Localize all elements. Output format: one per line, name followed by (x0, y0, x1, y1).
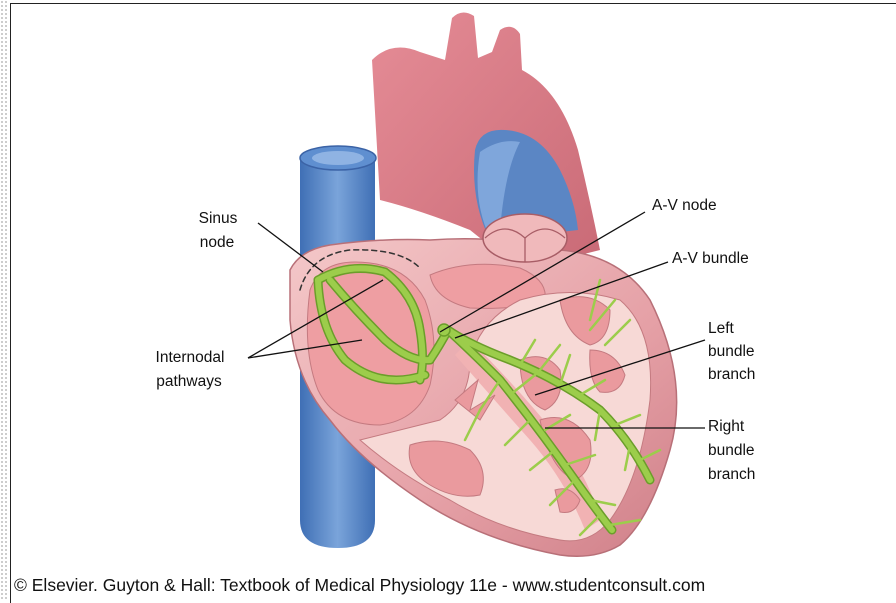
aortic-valve (483, 214, 567, 262)
label-right-bundle-1: Right (708, 418, 745, 435)
copyright-credit: © Elsevier. Guyton & Hall: Textbook of M… (14, 575, 896, 596)
label-right-bundle-2: bundle (708, 442, 755, 459)
label-internodal-2: pathways (156, 373, 222, 390)
label-left-bundle-2: bundle (708, 343, 755, 360)
label-left-bundle-3: branch (708, 366, 755, 383)
label-av-bundle: A-V bundle (672, 250, 749, 267)
label-sinus-node-2: node (200, 234, 234, 251)
label-av-node: A-V node (652, 197, 717, 214)
label-internodal-1: Internodal (156, 349, 225, 366)
label-left-bundle-1: Left (708, 320, 735, 337)
label-right-bundle-3: branch (708, 466, 755, 483)
label-sinus-node-1: Sinus (199, 210, 238, 227)
